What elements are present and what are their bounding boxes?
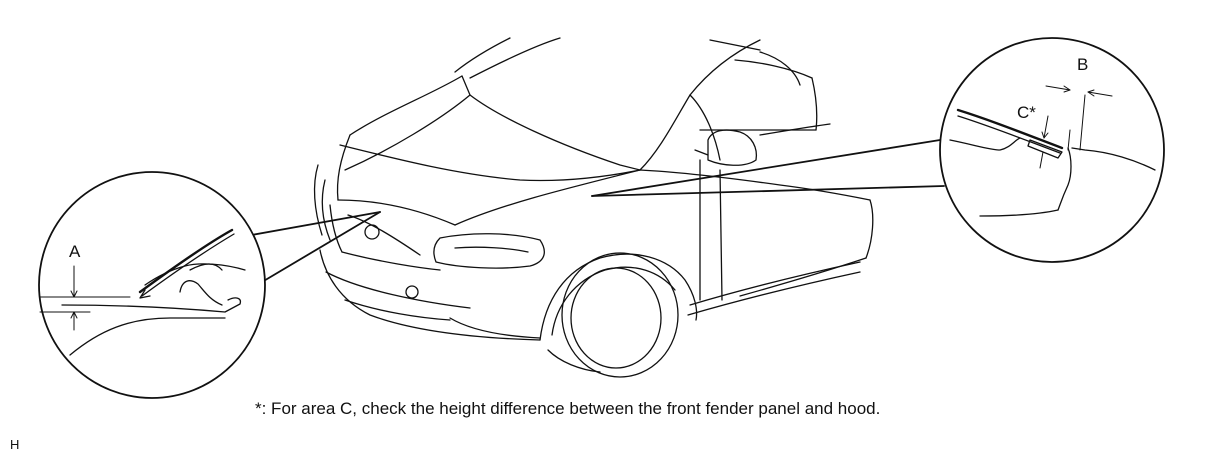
detail-circle-b-c xyxy=(939,37,1165,263)
label-a: A xyxy=(69,242,81,261)
label-c: C* xyxy=(1017,103,1036,122)
car-illustration xyxy=(313,37,874,378)
callout-leaders xyxy=(245,139,945,283)
footnote-text: *: For area C, check the height differen… xyxy=(255,399,881,418)
figure-code: H xyxy=(10,437,20,452)
label-b: B xyxy=(1077,55,1089,74)
detail-circle-a xyxy=(38,171,266,399)
